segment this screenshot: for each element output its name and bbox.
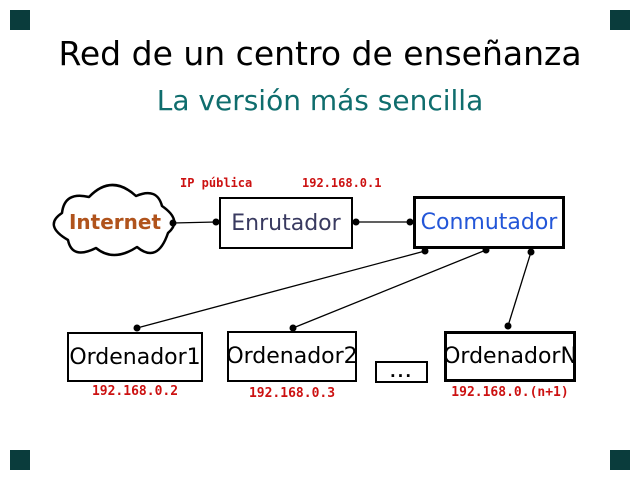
link-lines bbox=[136, 221, 532, 329]
computer-n-label: OrdenadorN bbox=[443, 344, 577, 369]
computer-1-ip-label: 192.168.0.2 bbox=[91, 384, 179, 399]
computer-node-n: OrdenadorN bbox=[443, 331, 577, 382]
computer-2-ip-label: 192.168.0.3 bbox=[248, 386, 336, 401]
dot-pc2-top bbox=[289, 324, 297, 332]
link-switch-pc1 bbox=[136, 250, 426, 329]
corner-decoration-top-left bbox=[10, 10, 30, 30]
slide-title: Red de un centro de enseñanza bbox=[58, 34, 582, 73]
corner-decoration-bottom-right bbox=[610, 450, 630, 470]
router-node: Enrutador bbox=[219, 197, 353, 249]
public-ip-annotation: IP pública bbox=[180, 176, 253, 190]
ellipsis-label: ... bbox=[389, 363, 414, 381]
corner-decoration-bottom-left bbox=[10, 450, 30, 470]
dot-pcn-top bbox=[504, 322, 512, 330]
link-internet-router bbox=[172, 221, 217, 224]
connection-dots bbox=[133, 218, 535, 332]
switch-node-label: Conmutador bbox=[420, 210, 558, 235]
computer-node-2: Ordenador2 bbox=[226, 331, 358, 382]
dot-switch-left bbox=[406, 218, 414, 226]
corner-decoration-top-right bbox=[610, 10, 630, 30]
internet-node-label: Internet bbox=[68, 210, 162, 234]
link-switch-pc2 bbox=[292, 249, 487, 329]
switch-node: Conmutador bbox=[413, 196, 565, 249]
dot-cloud-right bbox=[169, 219, 177, 227]
computer-1-label: Ordenador1 bbox=[69, 344, 201, 370]
dot-switch-bottom-3 bbox=[527, 248, 535, 256]
computer-2-label: Ordenador2 bbox=[226, 344, 358, 369]
ellipsis-node: ... bbox=[375, 361, 428, 383]
dot-router-right bbox=[352, 218, 360, 226]
internet-cloud-shape bbox=[52, 183, 176, 257]
slide-subtitle: La versión más sencilla bbox=[156, 84, 484, 117]
computer-n-ip-label: 192.168.0.(n+1) bbox=[451, 385, 569, 400]
router-ip-annotation: 192.168.0.1 bbox=[302, 176, 382, 190]
dot-router-left bbox=[212, 218, 220, 226]
dot-switch-bottom-1 bbox=[421, 247, 429, 255]
dot-pc1-top bbox=[133, 324, 141, 332]
router-node-label: Enrutador bbox=[231, 210, 341, 236]
link-switch-pcn bbox=[507, 251, 532, 327]
computer-node-1: Ordenador1 bbox=[67, 332, 203, 382]
